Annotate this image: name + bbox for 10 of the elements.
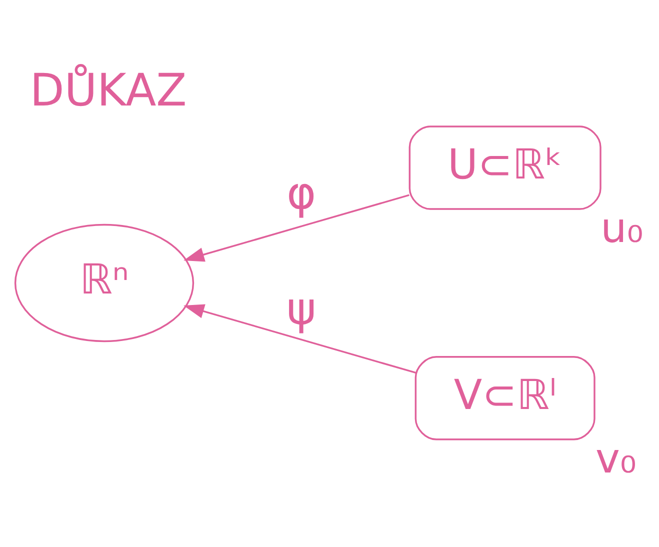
edge-label: ψ xyxy=(286,282,316,335)
node-label: u₀ xyxy=(600,204,644,252)
node-ellipse: ℝⁿ xyxy=(14,224,194,342)
diagram-title: DŮKAZ xyxy=(30,64,187,117)
node-label: v₀ xyxy=(596,434,636,482)
node-box: U⊂ℝᵏ xyxy=(408,126,602,210)
node-box: V⊂ℝˡ xyxy=(414,356,596,440)
arrow xyxy=(184,304,416,374)
edge-label: φ xyxy=(286,168,316,220)
arrow xyxy=(184,194,410,262)
